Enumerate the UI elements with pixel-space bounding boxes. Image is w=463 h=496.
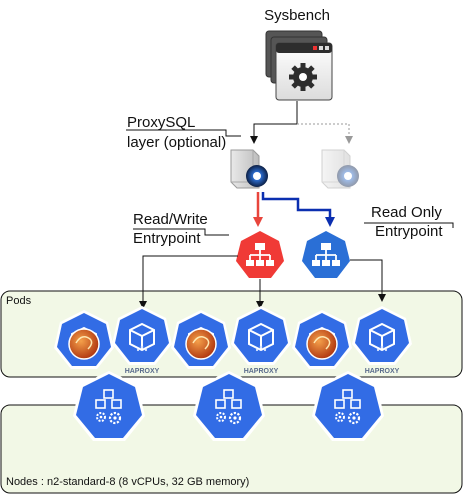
haproxy-3-text: HAPROXY (365, 368, 400, 375)
rw-entrypoint-label-line1: Read/Write (133, 211, 208, 228)
proxysql-label-line2: layer (optional) (127, 134, 226, 151)
sysbench-to-proxysql-arrow (250, 101, 298, 144)
rw-entrypoint-icon (234, 229, 286, 280)
rw-to-pod1-arrow (139, 255, 238, 309)
haproxy-1-text: HAPROXY (125, 368, 160, 375)
proxysql-server-icon (230, 149, 269, 189)
sysbench-window-icon (265, 30, 333, 101)
rw-label-underline (133, 228, 229, 236)
mysql-pod-2-icon (170, 309, 232, 370)
rw-entrypoint-label-line2: Entrypoint (133, 230, 201, 247)
gear-icon (289, 63, 317, 91)
ro-to-pod3-arrow (350, 259, 386, 302)
ro-entrypoint-label-line2: Entrypoint (375, 223, 443, 240)
nodes-label: Nodes : n2-standard-8 (8 vCPUs, 32 GB me… (6, 476, 249, 488)
ro-entrypoint-label-line1: Read Only (371, 204, 442, 221)
proxysql-label-line1: ProxySQL (127, 114, 195, 131)
sysbench-title: Sysbench (264, 7, 330, 24)
ro-label-underline (364, 222, 454, 228)
mysql-pod-1-icon (53, 309, 115, 370)
mysql-pod-3-icon (291, 309, 353, 370)
sysbench-to-proxysql-optional-arrow (297, 123, 353, 144)
proxysql-to-ro-arrow (261, 192, 335, 227)
haproxy-pod-1-icon (111, 305, 173, 366)
haproxy-2-text: HAPROXY (244, 368, 279, 375)
haproxy-pod-2-icon (230, 305, 292, 366)
ro-entrypoint-icon (300, 229, 352, 280)
proxysql-label-underline (126, 129, 241, 137)
haproxy-pod-3-icon (351, 305, 413, 366)
pods-label: Pods (6, 295, 32, 307)
proxysql-server-optional-icon (321, 149, 360, 189)
